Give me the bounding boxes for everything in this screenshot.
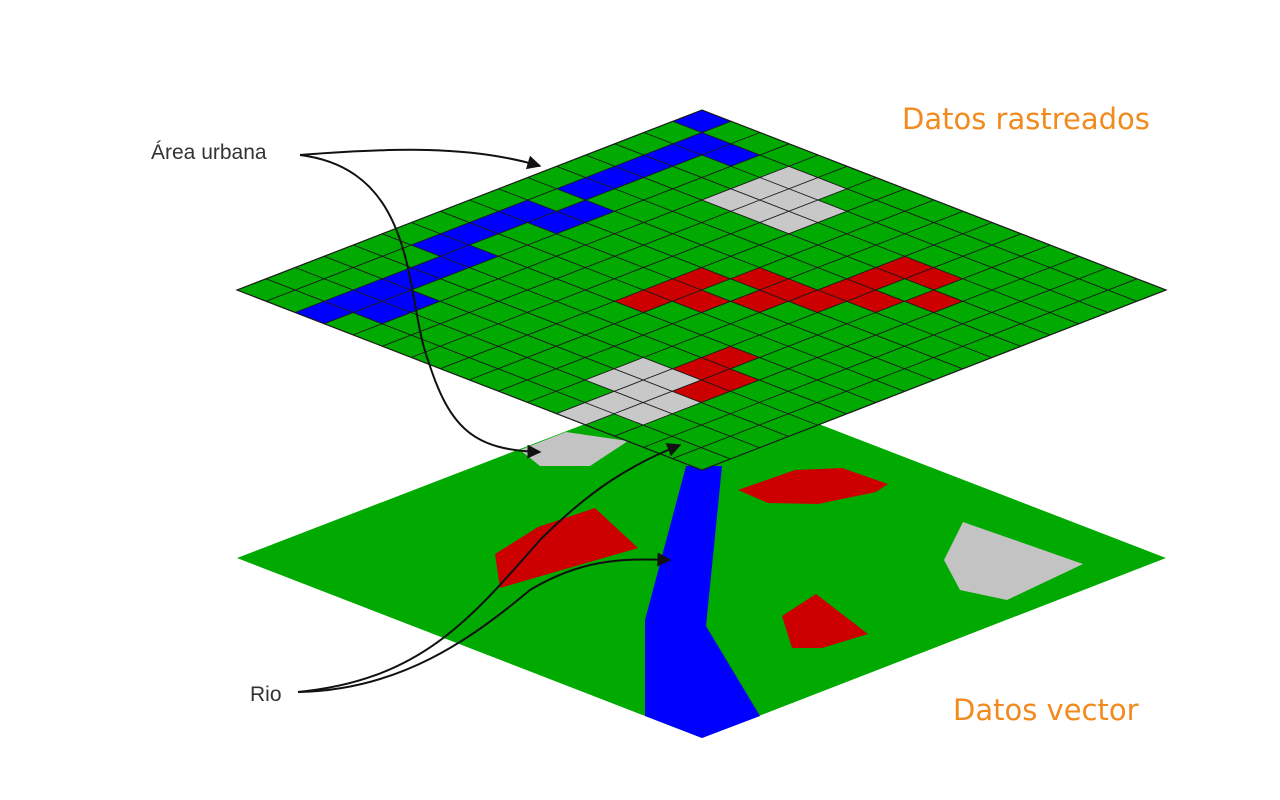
raster-grid-line [440,210,905,392]
raster-grid-line [527,177,992,358]
raster-grid-line [643,132,1109,313]
callout-arrows [297,148,682,693]
vector-river [645,466,760,738]
river-label: Rio [250,683,282,706]
raster-grid-line [672,120,1138,302]
raster-grid-line [324,255,789,437]
raster-grid-line [469,199,934,381]
raster-grid-line [556,165,1021,347]
raster-outline [235,109,1168,471]
vector-red-top-right [738,468,888,504]
river-arrow-to-vector [297,552,672,693]
raster-grid-line [353,244,818,426]
raster-grid [265,120,1138,460]
vector-layer [237,379,1166,738]
vector-urban-top [520,432,628,466]
urban-area-label: Área urbana [151,141,267,164]
raster-grid-line [614,143,1079,325]
raster-grid-line [498,188,963,370]
raster-grid-line [294,267,760,448]
river-arrow-to-raster [297,443,682,693]
vector-layer-title: Datos vector [953,693,1139,727]
urban-arrow-to-vector [299,154,542,459]
raster-grid-line [585,154,1050,336]
raster-grid-line [382,233,847,415]
vector-red-left [495,508,638,588]
raster-layer [235,109,1168,471]
vector-red-bottom [782,594,868,648]
vector-urban-right [944,522,1083,600]
urban-arrow-to-raster [299,148,542,170]
raster-grid-line [411,222,876,403]
raster-layer-title: Datos rastreados [902,102,1150,136]
raster-grid-line [265,278,731,460]
